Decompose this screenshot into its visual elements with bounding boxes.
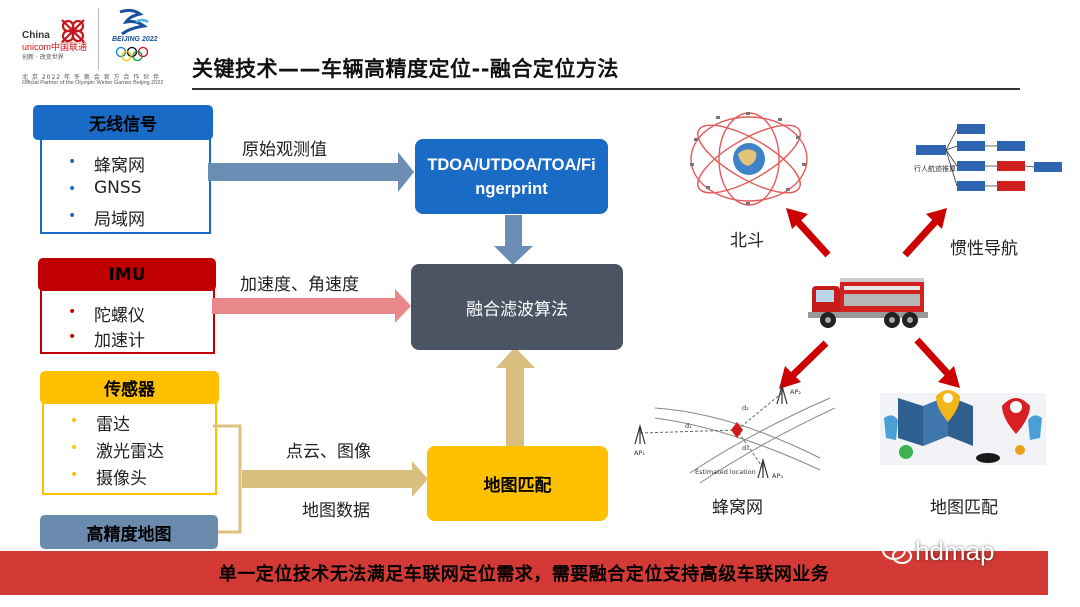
mapmatch-label-top: 点云、图像 — [286, 442, 371, 462]
partner-text-en: Official Partner of the Olympic Winter G… — [22, 80, 164, 86]
beidou-globe-icon — [690, 112, 808, 206]
bracket-to-mapmatch-arrow — [242, 461, 428, 497]
hdmap-header: 高精度地图 — [40, 515, 218, 549]
olympic-rings-icon — [115, 46, 149, 62]
sensor-item-radar: 雷达 — [96, 415, 130, 435]
title-underline — [192, 88, 1020, 90]
tdoa-box: TDOA/UTDOA/TOA/Fingerprint — [415, 139, 608, 214]
wireless-list-box: • 蜂窝网 • GNSS • 局域网 — [40, 127, 211, 234]
bullet-icon: • — [70, 467, 79, 483]
pdr-label: 行人航迹推算 — [914, 164, 956, 173]
sensor-header: 传感器 — [40, 371, 219, 404]
china-unicom-knot-icon — [61, 19, 85, 43]
d3-label: d₃ — [742, 444, 749, 452]
imu-list-box: • 陀螺仪 • 加速计 — [40, 281, 215, 354]
bullet-icon: • — [68, 154, 77, 170]
cellular-positioning-diagram: AP₁ AP₂ AP₃ d₁ d₂ d₃ Estimated location — [634, 383, 835, 484]
wireless-item-lan: 局域网 — [94, 210, 145, 230]
imu-arrow-label: 加速度、角速度 — [240, 275, 359, 295]
d2-label: d₂ — [742, 404, 749, 412]
wireless-header: 无线信号 — [33, 105, 213, 140]
bullet-icon: • — [70, 413, 79, 429]
footer-text: 单一定位技术无法满足车联网定位需求，需要融合定位支持高级车联网业务 — [218, 564, 830, 585]
bullet-icon: • — [68, 329, 77, 345]
bullet-icon: • — [68, 304, 77, 320]
d1-label: d₁ — [685, 422, 692, 430]
sensor-list-box: • 雷达 • 激光雷达 • 摄像头 — [42, 398, 217, 495]
wechat-icon — [882, 540, 912, 564]
imu-item-gyro: 陀螺仪 — [94, 306, 145, 326]
beijing-2022-text: BEIJING 2022 — [112, 36, 158, 43]
page-title: 关键技术——车辆高精度定位--融合定位方法 — [192, 57, 619, 81]
ins-flowchart-icon: 行人航迹推算 — [914, 124, 1062, 191]
brand-slogan: 创新 · 改变世界 — [22, 54, 64, 61]
wireless-item-gnss: GNSS — [94, 178, 142, 198]
fusion-box: 融合滤波算法 — [411, 264, 623, 350]
cellular-label: 蜂窝网 — [712, 498, 763, 518]
logo-divider — [98, 8, 99, 70]
right-mapmatch-label: 地图匹配 — [930, 498, 998, 518]
beidou-label: 北斗 — [730, 231, 764, 251]
sensor-item-camera: 摄像头 — [96, 469, 147, 489]
estimated-location-label: Estimated location — [695, 468, 756, 476]
bullet-icon: • — [70, 440, 79, 456]
tdoa-to-fusion-arrow — [494, 215, 533, 265]
bullet-icon: • — [68, 208, 77, 224]
brand-name-cn: unicom中国联通 — [22, 42, 88, 52]
mapmatch-to-fusion-arrow — [496, 347, 535, 447]
sensor-item-lidar: 激光雷达 — [96, 442, 164, 462]
mapmatch-box: 地图匹配 — [427, 446, 608, 521]
beijing-2022-emblem-icon — [119, 8, 149, 36]
ins-label: 惯性导航 — [950, 239, 1018, 259]
tdoa-box-label: TDOA/UTDOA/TOA/Fingerprint — [427, 155, 596, 198]
ap2-label: AP₂ — [790, 388, 801, 396]
bullet-icon: • — [68, 181, 77, 197]
wireless-item-cellular: 蜂窝网 — [94, 156, 145, 176]
mapmatch-label-bottom: 地图数据 — [302, 501, 370, 521]
imu-item-accelerometer: 加速计 — [94, 331, 145, 351]
imu-header: IMU — [38, 258, 216, 291]
partner-text-cn: 北 京 2022 年 冬 奥 会 官 方 合 作 伙 伴 — [22, 74, 161, 81]
fusion-box-label: 融合滤波算法 — [466, 299, 568, 320]
wireless-arrow-label: 原始观测值 — [242, 140, 327, 160]
ap1-label: AP₁ — [634, 449, 645, 457]
watermark-text: hdmap — [915, 536, 995, 566]
mapmatch-box-label: 地图匹配 — [483, 476, 552, 496]
brand-name-en: China — [22, 30, 50, 41]
footer-banner: 单一定位技术无法满足车联网定位需求，需要融合定位支持高级车联网业务 — [0, 551, 1048, 595]
fire-truck-icon — [808, 278, 928, 328]
ap3-label: AP₃ — [772, 472, 783, 480]
map-matching-illustration — [880, 390, 1046, 465]
